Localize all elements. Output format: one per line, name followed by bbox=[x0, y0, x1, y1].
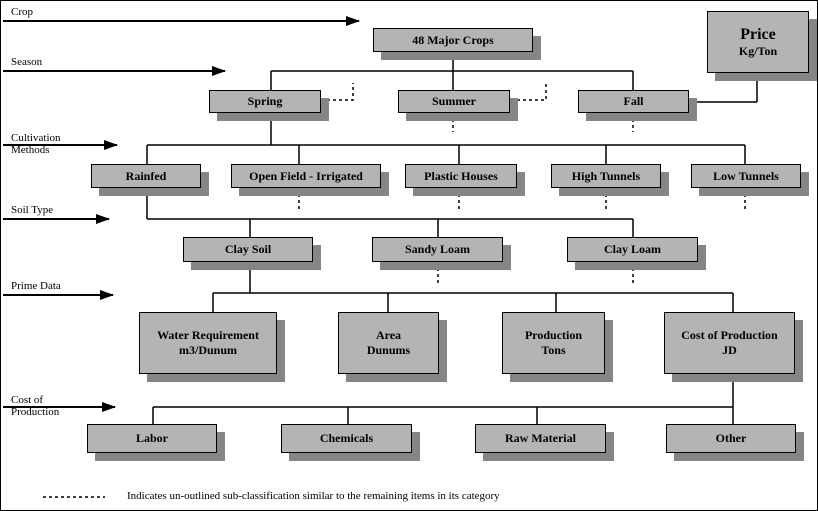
season-box-spring: Spring bbox=[209, 90, 321, 113]
prime-line1: Water Requirement bbox=[157, 328, 259, 342]
method-label: Plastic Houses bbox=[424, 168, 498, 183]
soil-box-sandy-loam: Sandy Loam bbox=[372, 237, 503, 262]
prime-box-area: Area Dunums bbox=[338, 312, 439, 374]
root-crops-label: 48 Major Crops bbox=[412, 32, 494, 47]
soil-label: Sandy Loam bbox=[404, 242, 471, 256]
method-label: Rainfed bbox=[125, 168, 167, 183]
method-box-rainfed: Rainfed bbox=[91, 164, 201, 188]
legend-text: Indicates un-outlined sub-classification… bbox=[127, 490, 500, 502]
method-box-high-tunnels: High Tunnels bbox=[551, 164, 661, 188]
season-box-summer: Summer bbox=[398, 90, 510, 113]
cost-label: Chemicals bbox=[319, 431, 374, 445]
row-label-cost: Cost of Production bbox=[11, 394, 60, 418]
cost-box-other: Other bbox=[666, 424, 796, 453]
prime-line1: Production bbox=[524, 328, 583, 342]
soil-label: Clay Loam bbox=[604, 242, 661, 256]
prime-line2: Dunums bbox=[366, 343, 411, 357]
prime-box-production: Production Tons bbox=[502, 312, 605, 374]
prime-line1: Cost of Production bbox=[681, 328, 778, 342]
cost-label: Raw Material bbox=[505, 431, 576, 445]
cost-label: Labor bbox=[135, 431, 168, 445]
summer-dash-stub bbox=[511, 83, 547, 101]
row-label-soil: Soil Type bbox=[11, 204, 54, 216]
method-box-plastic-houses: Plastic Houses bbox=[405, 164, 517, 188]
cost-box-raw-material: Raw Material bbox=[475, 424, 606, 453]
row-label-prime: Prime Data bbox=[11, 280, 61, 292]
price-unit: Kg/Ton bbox=[738, 43, 778, 58]
season-label: Spring bbox=[247, 94, 283, 108]
cost-box-labor: Labor bbox=[87, 424, 217, 453]
method-label: Low Tunnels bbox=[713, 168, 779, 183]
cost-box-chemicals: Chemicals bbox=[281, 424, 412, 453]
prime-box-water: Water Requirement m3/Dunum bbox=[139, 312, 277, 374]
cost-label: Other bbox=[715, 431, 747, 445]
row-label-cultivation: Cultivation Methods bbox=[11, 132, 61, 156]
method-box-open-field: Open Field - Irrigated bbox=[231, 164, 381, 188]
price-box: Price Kg/Ton bbox=[707, 11, 809, 73]
row-label-season: Season bbox=[11, 56, 43, 68]
season-label: Summer bbox=[432, 94, 476, 108]
soil-label: Clay Soil bbox=[224, 242, 272, 256]
season-box-fall: Fall bbox=[578, 90, 689, 113]
spring-dash-stub bbox=[321, 83, 354, 101]
prime-line2: m3/Dunum bbox=[178, 343, 237, 357]
row-label-crop: Crop bbox=[11, 6, 33, 18]
prime-line1: Area bbox=[375, 328, 402, 342]
soil-box-clay-soil: Clay Soil bbox=[183, 237, 313, 262]
soil-box-clay-loam: Clay Loam bbox=[567, 237, 698, 262]
method-box-low-tunnels: Low Tunnels bbox=[691, 164, 801, 188]
season-label: Fall bbox=[623, 94, 644, 108]
method-label: Open Field - Irrigated bbox=[249, 168, 363, 183]
prime-box-cost-of-production: Cost of Production JD bbox=[664, 312, 795, 374]
prime-line2: JD bbox=[722, 343, 737, 357]
prime-line2: Tons bbox=[541, 343, 566, 357]
root-crops-box: 48 Major Crops bbox=[373, 28, 533, 52]
price-title: Price bbox=[740, 25, 776, 43]
method-label: High Tunnels bbox=[571, 168, 641, 183]
